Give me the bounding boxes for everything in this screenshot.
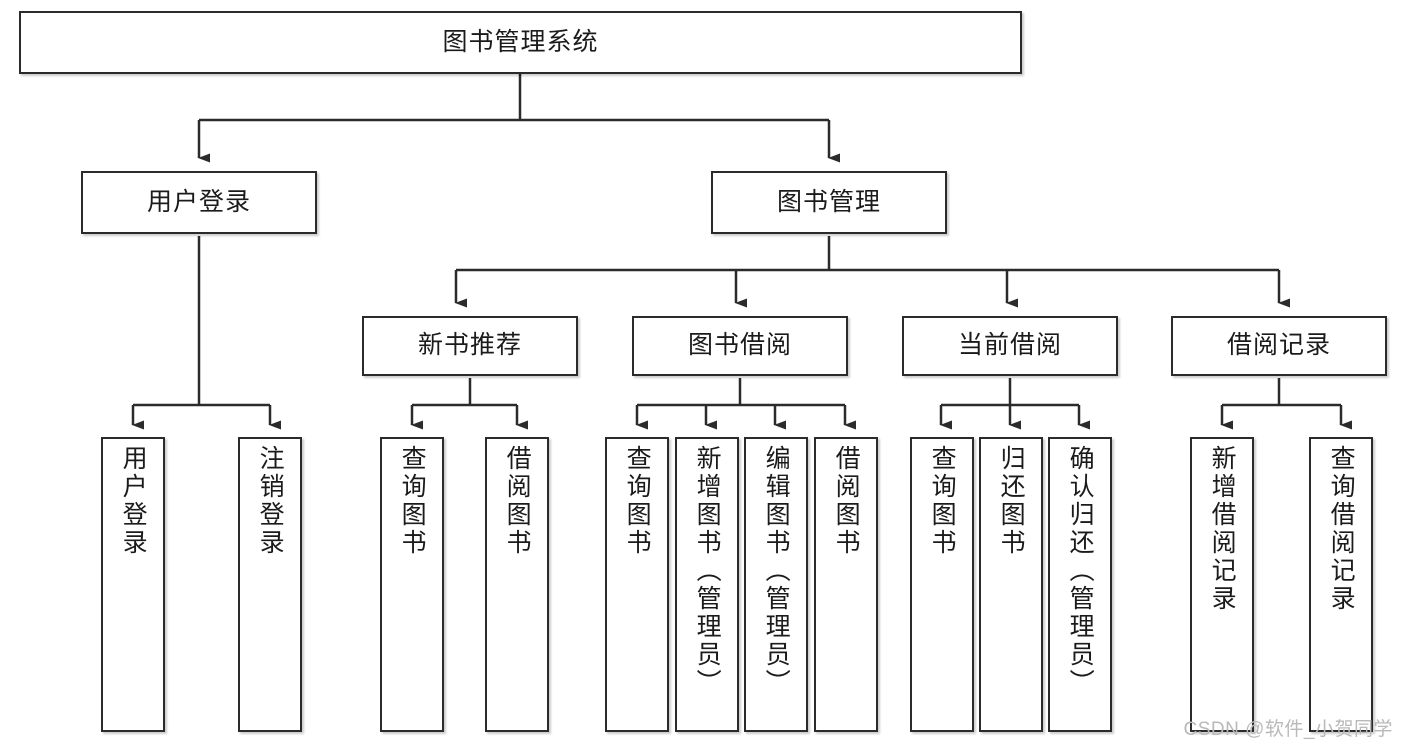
node-borrow-record[interactable]: 借阅记录 xyxy=(1171,316,1387,376)
node-leaf-add-book-label: 新增图书（管理员） xyxy=(693,445,722,697)
node-leaf-query-book-3-label: 查询图书 xyxy=(928,445,957,557)
node-current-borrow-label: 当前借阅 xyxy=(957,331,1062,360)
node-leaf-query-book-3[interactable]: 查询图书 xyxy=(910,437,974,732)
node-leaf-borrow-book-2[interactable]: 借阅图书 xyxy=(814,437,878,732)
node-borrow-record-label: 借阅记录 xyxy=(1226,331,1331,360)
node-leaf-user-login-label: 用户登录 xyxy=(119,445,148,557)
node-leaf-add-record-label: 新增借阅记录 xyxy=(1208,445,1237,613)
node-book-borrow-label: 图书借阅 xyxy=(687,331,792,360)
node-leaf-borrow-book-1-label: 借阅图书 xyxy=(503,445,532,557)
node-leaf-edit-book[interactable]: 编辑图书（管理员） xyxy=(744,437,808,732)
node-leaf-return-book[interactable]: 归还图书 xyxy=(979,437,1043,732)
node-new-book-recommend-label: 新书推荐 xyxy=(417,331,522,360)
node-leaf-query-book-1-label: 查询图书 xyxy=(398,445,427,557)
node-book-manage[interactable]: 图书管理 xyxy=(711,171,947,234)
node-leaf-logout-login[interactable]: 注销登录 xyxy=(238,437,302,732)
node-root-label: 图书管理系统 xyxy=(442,27,599,56)
node-user-login-label: 用户登录 xyxy=(146,187,251,216)
node-leaf-confirm-return[interactable]: 确认归还（管理员） xyxy=(1048,437,1112,732)
node-leaf-query-book-2-label: 查询图书 xyxy=(623,445,652,557)
node-leaf-edit-book-label: 编辑图书（管理员） xyxy=(762,445,791,697)
node-book-borrow[interactable]: 图书借阅 xyxy=(632,316,848,376)
watermark-text: CSDN @软件_小贺同学 xyxy=(1183,719,1393,740)
node-current-borrow[interactable]: 当前借阅 xyxy=(902,316,1118,376)
node-leaf-user-login[interactable]: 用户登录 xyxy=(101,437,165,732)
node-leaf-add-record[interactable]: 新增借阅记录 xyxy=(1190,437,1254,732)
node-leaf-query-book-2[interactable]: 查询图书 xyxy=(605,437,669,732)
node-leaf-query-book-1[interactable]: 查询图书 xyxy=(380,437,444,732)
node-user-login[interactable]: 用户登录 xyxy=(81,171,317,234)
node-new-book-recommend[interactable]: 新书推荐 xyxy=(362,316,578,376)
node-leaf-return-book-label: 归还图书 xyxy=(997,445,1026,557)
node-leaf-query-record[interactable]: 查询借阅记录 xyxy=(1309,437,1373,732)
node-leaf-add-book[interactable]: 新增图书（管理员） xyxy=(675,437,739,732)
node-leaf-query-record-label: 查询借阅记录 xyxy=(1327,445,1356,613)
node-leaf-logout-login-label: 注销登录 xyxy=(256,445,285,557)
node-leaf-borrow-book-2-label: 借阅图书 xyxy=(832,445,861,557)
node-leaf-borrow-book-1[interactable]: 借阅图书 xyxy=(485,437,549,732)
node-book-manage-label: 图书管理 xyxy=(776,187,881,216)
node-root[interactable]: 图书管理系统 xyxy=(19,11,1022,74)
node-leaf-confirm-return-label: 确认归还（管理员） xyxy=(1066,445,1095,697)
